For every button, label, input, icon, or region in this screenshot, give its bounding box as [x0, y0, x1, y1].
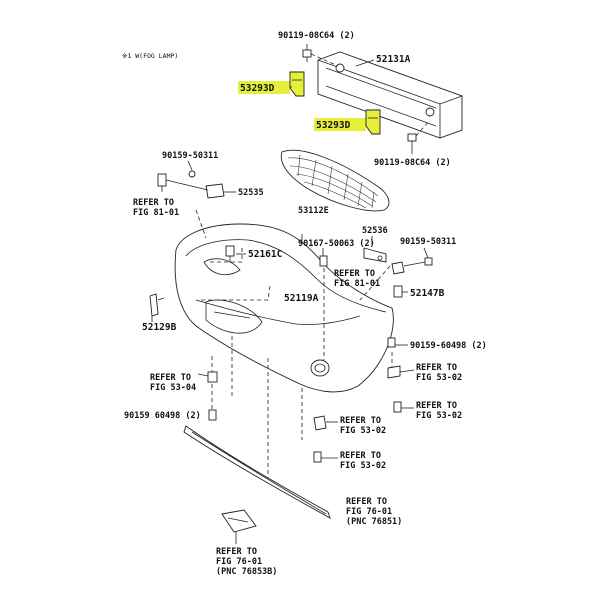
label-bolt-top: 90119-08C64 (2) [278, 31, 355, 41]
highlight-box-right [314, 118, 366, 131]
refer-7601-a1: REFER TO [346, 497, 387, 507]
label-bolt-mid-right: 90159-60498 (2) [410, 341, 487, 351]
refer-5304-b: FIG 53-04 [150, 383, 196, 393]
label-retainer-left: 52535 [238, 188, 264, 198]
refer-5302-b4: FIG 53-02 [340, 461, 386, 471]
clip-left-lower [207, 371, 218, 383]
label-reinforcement: 52131A [376, 54, 411, 65]
label-screw-left: 90159-50311 [162, 151, 218, 161]
screw-left [188, 170, 196, 178]
refer-81-left-a: REFER TO [133, 198, 174, 208]
refer-7601-c1: (PNC 76851) [346, 517, 402, 527]
bolt-mid-right [387, 337, 396, 348]
label-bracket-right: 53293D [316, 120, 351, 131]
refer-7601-c2: (PNC 76853B) [216, 567, 277, 577]
label-grille: 53112E [298, 206, 329, 216]
label-clip-mid: 90167-50063 (2) [298, 239, 375, 249]
refer-5302-b1: FIG 53-02 [416, 373, 462, 383]
lower-grille [280, 149, 390, 212]
refer-5302-a2: REFER TO [416, 401, 457, 411]
bracket-right [365, 109, 381, 135]
refer-5302-a4: REFER TO [340, 451, 381, 461]
refer-81-right-a: REFER TO [334, 269, 375, 279]
refer-81-left-b: FIG 81-01 [133, 208, 179, 218]
label-screw-right: 90159-50311 [400, 237, 456, 247]
refer-7601-a2: REFER TO [216, 547, 257, 557]
retainer-right [391, 261, 405, 275]
label-clip-right: 52147B [410, 288, 445, 299]
lower-spoiler [183, 425, 331, 519]
bumper-cover [174, 223, 394, 393]
refer-81-right-b: FIG 81-01 [334, 279, 380, 289]
refer-7601-b1: FIG 76-01 [346, 507, 392, 517]
lower-bracket [221, 509, 257, 533]
label-bolt-left-low: 90159 60498 (2) [124, 411, 201, 421]
fog-lamp-note: ※1 W(FOG LAMP) [122, 52, 178, 60]
clip-center [225, 245, 235, 262]
bumper-reinforcement [317, 51, 463, 139]
bracket-left [289, 71, 305, 97]
refer-5302-a3: REFER TO [340, 416, 381, 426]
clip-left-upper [157, 173, 167, 192]
clip-center-lower [313, 415, 327, 431]
screw-right [424, 257, 433, 266]
refer-5302-a1: REFER TO [416, 363, 457, 373]
label-bumper-cover: 52119A [284, 293, 319, 304]
retainer-left [205, 183, 225, 199]
refer-5304-a: REFER TO [150, 373, 191, 383]
label-clip-center: 52161C [248, 249, 283, 260]
clip-mid [319, 255, 328, 267]
bolt-center-lower [313, 451, 322, 463]
clip-right [393, 285, 403, 298]
refer-5302-b2: FIG 53-02 [416, 411, 462, 421]
refer-5302-b3: FIG 53-02 [340, 426, 386, 436]
seal-left [149, 293, 165, 317]
label-bolt-right: 90119-08C64 (2) [374, 158, 451, 168]
bolt-right [407, 133, 417, 142]
refer-7601-b2: FIG 76-01 [216, 557, 262, 567]
highlight-box-left [238, 81, 290, 94]
bolt-top [302, 49, 312, 62]
bolt-left-low [208, 409, 217, 421]
label-support-right: 52536 [362, 226, 388, 236]
bolt-right-lower [393, 401, 402, 413]
label-bracket-left: 53293D [240, 83, 275, 94]
support-right [363, 247, 387, 263]
clip-right-lower [387, 365, 401, 379]
label-seal-left: 52129B [142, 322, 177, 333]
